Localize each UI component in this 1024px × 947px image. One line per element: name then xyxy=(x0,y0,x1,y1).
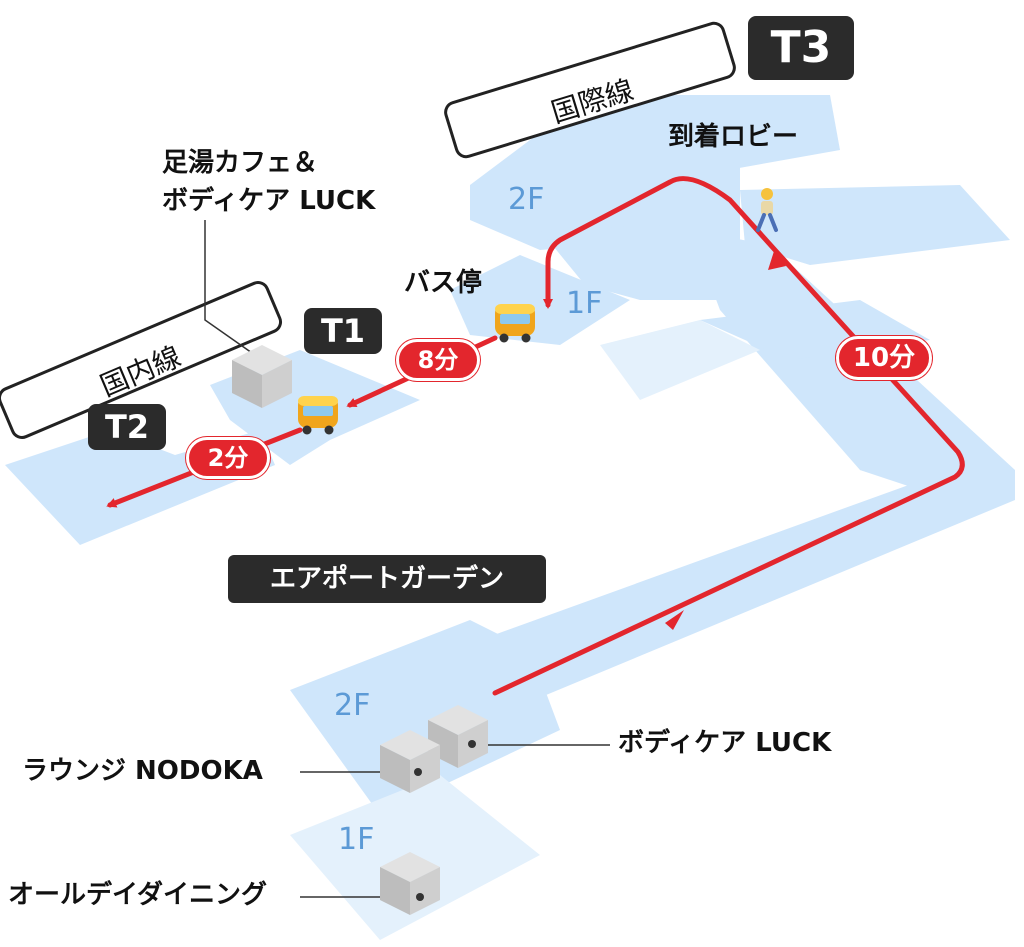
shop-box-icon xyxy=(428,705,488,768)
walk-time-badge: 10分 xyxy=(836,336,932,380)
shop-box-icon xyxy=(380,852,440,915)
domestic-banner xyxy=(0,281,283,439)
bus-time-t2-badge: 2分 xyxy=(186,437,270,479)
terminal-t2-label: T2 xyxy=(88,404,166,450)
route-arrow-mid xyxy=(665,610,684,630)
terminal-t1-label: T1 xyxy=(304,308,382,354)
terminal-t3-label: T3 xyxy=(748,16,854,80)
route-arrow-up xyxy=(768,248,786,270)
bus-icon xyxy=(298,396,338,435)
garden-floor-2f: 2F xyxy=(334,688,371,723)
bodycare-luck-label: ボディケア LUCK xyxy=(618,728,832,758)
garden-floor-1f: 1F xyxy=(338,822,375,857)
pedestrian-icon xyxy=(756,188,778,232)
corridor-to-garden xyxy=(480,470,1015,710)
airport-garden-label: エアポートガーデン xyxy=(228,555,546,603)
arrival-lobby-label: 到着ロビー xyxy=(668,122,799,152)
footbath-cafe-label-line1: 足湯カフェ＆ xyxy=(162,148,319,178)
international-banner xyxy=(444,21,736,159)
garden-2f-floor xyxy=(290,620,560,815)
footbath-cafe-label-line2: ボディケア LUCK xyxy=(162,186,376,216)
walk-route xyxy=(492,176,965,696)
lounge-nodoka-label: ラウンジ NODOKA xyxy=(22,756,263,786)
bus-time-t1-badge: 8分 xyxy=(396,339,480,381)
shop-box-icon xyxy=(232,345,292,408)
t3-floor-2f: 2F xyxy=(508,182,545,217)
bus-stop-label: バス停 xyxy=(404,268,483,298)
bus-icon xyxy=(495,304,535,343)
all-day-dining-label: オールデイダイニング xyxy=(8,880,267,910)
bus-floor-1f: 1F xyxy=(566,286,603,321)
shop-box-icon xyxy=(380,730,440,793)
